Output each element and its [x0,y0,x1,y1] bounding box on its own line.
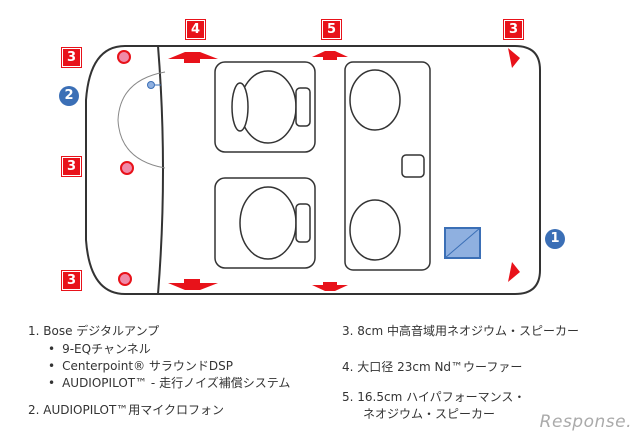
legend-item-4: 4. 大口径 23cm Nd™ウーファー [342,360,523,374]
car-body-outline [85,45,541,295]
label-3-front: 3 [61,47,82,68]
response-watermark: Response. [539,412,632,432]
legend-item-1-sub: AUDIOPILOT™ - 走行ノイズ補償システム [48,374,290,391]
legend-item-1-sub: 9-EQチャンネル [48,340,151,357]
label-3-corner: 3 [503,19,524,40]
legend-item-5: 5. 16.5cm ハイパフォーマンス・ [342,390,526,404]
door-speaker-icons [168,48,520,291]
dashboard-arc [117,71,166,169]
subwoofer-icon [444,227,481,259]
midrange-speaker-icons [117,50,134,286]
microphone-icon [147,81,161,89]
label-3-rear: 3 [61,270,82,291]
label-5-speaker: 5 [321,19,342,40]
seats [214,61,431,271]
car-speaker-diagram [85,45,541,295]
windshield-line [157,45,164,295]
label-2-mic: 2 [59,86,79,106]
label-4-woofer: 4 [185,19,206,40]
legend-item-1-sub: Centerpoint® サラウンドDSP [48,357,233,374]
legend-item-3: 3. 8cm 中高音域用ネオジウム・スピーカー [342,324,580,338]
legend-item-1: 1. Bose デジタルアンプ [28,324,160,338]
legend-item-2: 2. AUDIOPILOT™用マイクロフォン [28,403,225,417]
legend-item-5-cont: ネオジウム・スピーカー [363,407,496,421]
label-3-middle: 3 [61,156,82,177]
label-1-amp: 1 [545,229,565,249]
